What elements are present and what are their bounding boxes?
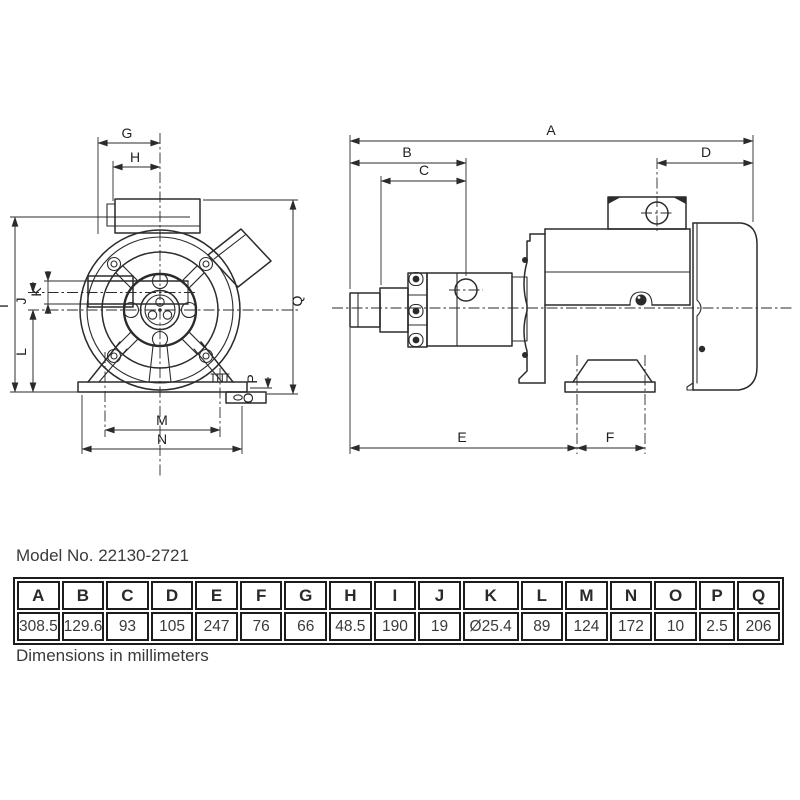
pump-casing-outer: [79, 229, 241, 391]
table-header-h: H: [329, 581, 372, 610]
table-header-m: M: [565, 581, 608, 610]
table-header-c: C: [106, 581, 149, 610]
table-header-b: B: [61, 581, 105, 610]
table-value-m: 124: [565, 612, 608, 641]
dim-label-h: H: [130, 149, 140, 165]
front-view-dimensions: G H I J K L: [0, 125, 305, 454]
side-view-dimensions: A B C D E F: [349, 122, 754, 454]
table-value-j: 19: [418, 612, 461, 641]
table-header-a: A: [17, 581, 60, 610]
table-header-n: N: [609, 581, 653, 610]
table-value-row: 308.5 129.6 93 105 247 76 66 48.5 190 19…: [17, 612, 780, 641]
mounting-base-front: [77, 341, 267, 404]
dim-label-d: D: [701, 144, 711, 160]
table-header-f: F: [239, 581, 283, 610]
table-value-l: 89: [520, 612, 564, 641]
table-value-h: 48.5: [329, 612, 372, 641]
dim-label-m: M: [156, 412, 168, 428]
dim-label-j: J: [13, 298, 29, 305]
dim-label-a: A: [546, 122, 556, 138]
table-header-e: E: [195, 581, 238, 610]
table-value-i: 190: [373, 612, 417, 641]
dim-label-b: B: [402, 144, 411, 160]
technical-drawing: G H I J K L: [0, 122, 792, 478]
table-value-k: Ø25.4: [462, 612, 519, 641]
discharge-port: [207, 228, 272, 288]
table-value-a: 308.5: [17, 612, 60, 641]
table-value-b: 129.6: [61, 612, 105, 641]
motor-foot: [564, 359, 656, 393]
table-header-j: J: [418, 581, 461, 610]
inlet-port: [87, 275, 189, 308]
dim-label-c: C: [419, 162, 429, 178]
table-header-i: I: [373, 581, 417, 610]
model-number: Model No. 22130-2721: [16, 546, 189, 565]
dimension-table: A B C D E F G H I J K L M N O P Q 308.5 …: [13, 577, 784, 645]
cover-screws: [106, 256, 214, 364]
table-header-l: L: [520, 581, 564, 610]
table-value-g: 66: [284, 612, 328, 641]
terminal-box-side: [607, 196, 687, 231]
table-header-d: D: [150, 581, 194, 610]
dim-label-k: K: [28, 287, 44, 297]
table-value-f: 76: [239, 612, 283, 641]
dim-label-l: L: [13, 348, 29, 356]
dim-label-p: P: [244, 374, 260, 383]
table-value-d: 105: [150, 612, 194, 641]
pump-bolts: [408, 271, 424, 348]
table-value-e: 247: [195, 612, 238, 641]
motor-front-bracket: [518, 233, 546, 384]
table-value-p: 2.5: [698, 612, 736, 641]
table-header-p: P: [698, 581, 736, 610]
motor-body: [544, 228, 691, 306]
table-value-c: 93: [106, 612, 149, 641]
dim-label-i: I: [0, 304, 11, 308]
dim-label-n: N: [157, 431, 167, 447]
units-note: Dimensions in millimeters: [16, 646, 209, 665]
dim-label-g: G: [122, 125, 133, 141]
dim-label-q: Q: [289, 295, 305, 306]
table-header-g: G: [284, 581, 328, 610]
dim-label-f: F: [606, 429, 615, 445]
terminal-box-front: [106, 198, 201, 234]
side-view-drawing: A B C D E F: [332, 122, 792, 454]
table-value-q: 206: [737, 612, 780, 641]
pump-head-side: [349, 271, 528, 348]
table-value-n: 172: [609, 612, 653, 641]
table-header-row: A B C D E F G H I J K L M N O P Q: [17, 581, 780, 610]
shaft-hub: [122, 272, 198, 348]
table-value-o: 10: [654, 612, 697, 641]
fan-cover: [686, 222, 758, 391]
base-tab: [225, 391, 267, 404]
front-view-drawing: G H I J K L: [0, 125, 305, 478]
table-header-o: O: [654, 581, 697, 610]
table-header-k: K: [462, 581, 519, 610]
dim-label-o: O: [240, 392, 256, 403]
dim-label-e: E: [457, 429, 466, 445]
table-header-q: Q: [737, 581, 780, 610]
